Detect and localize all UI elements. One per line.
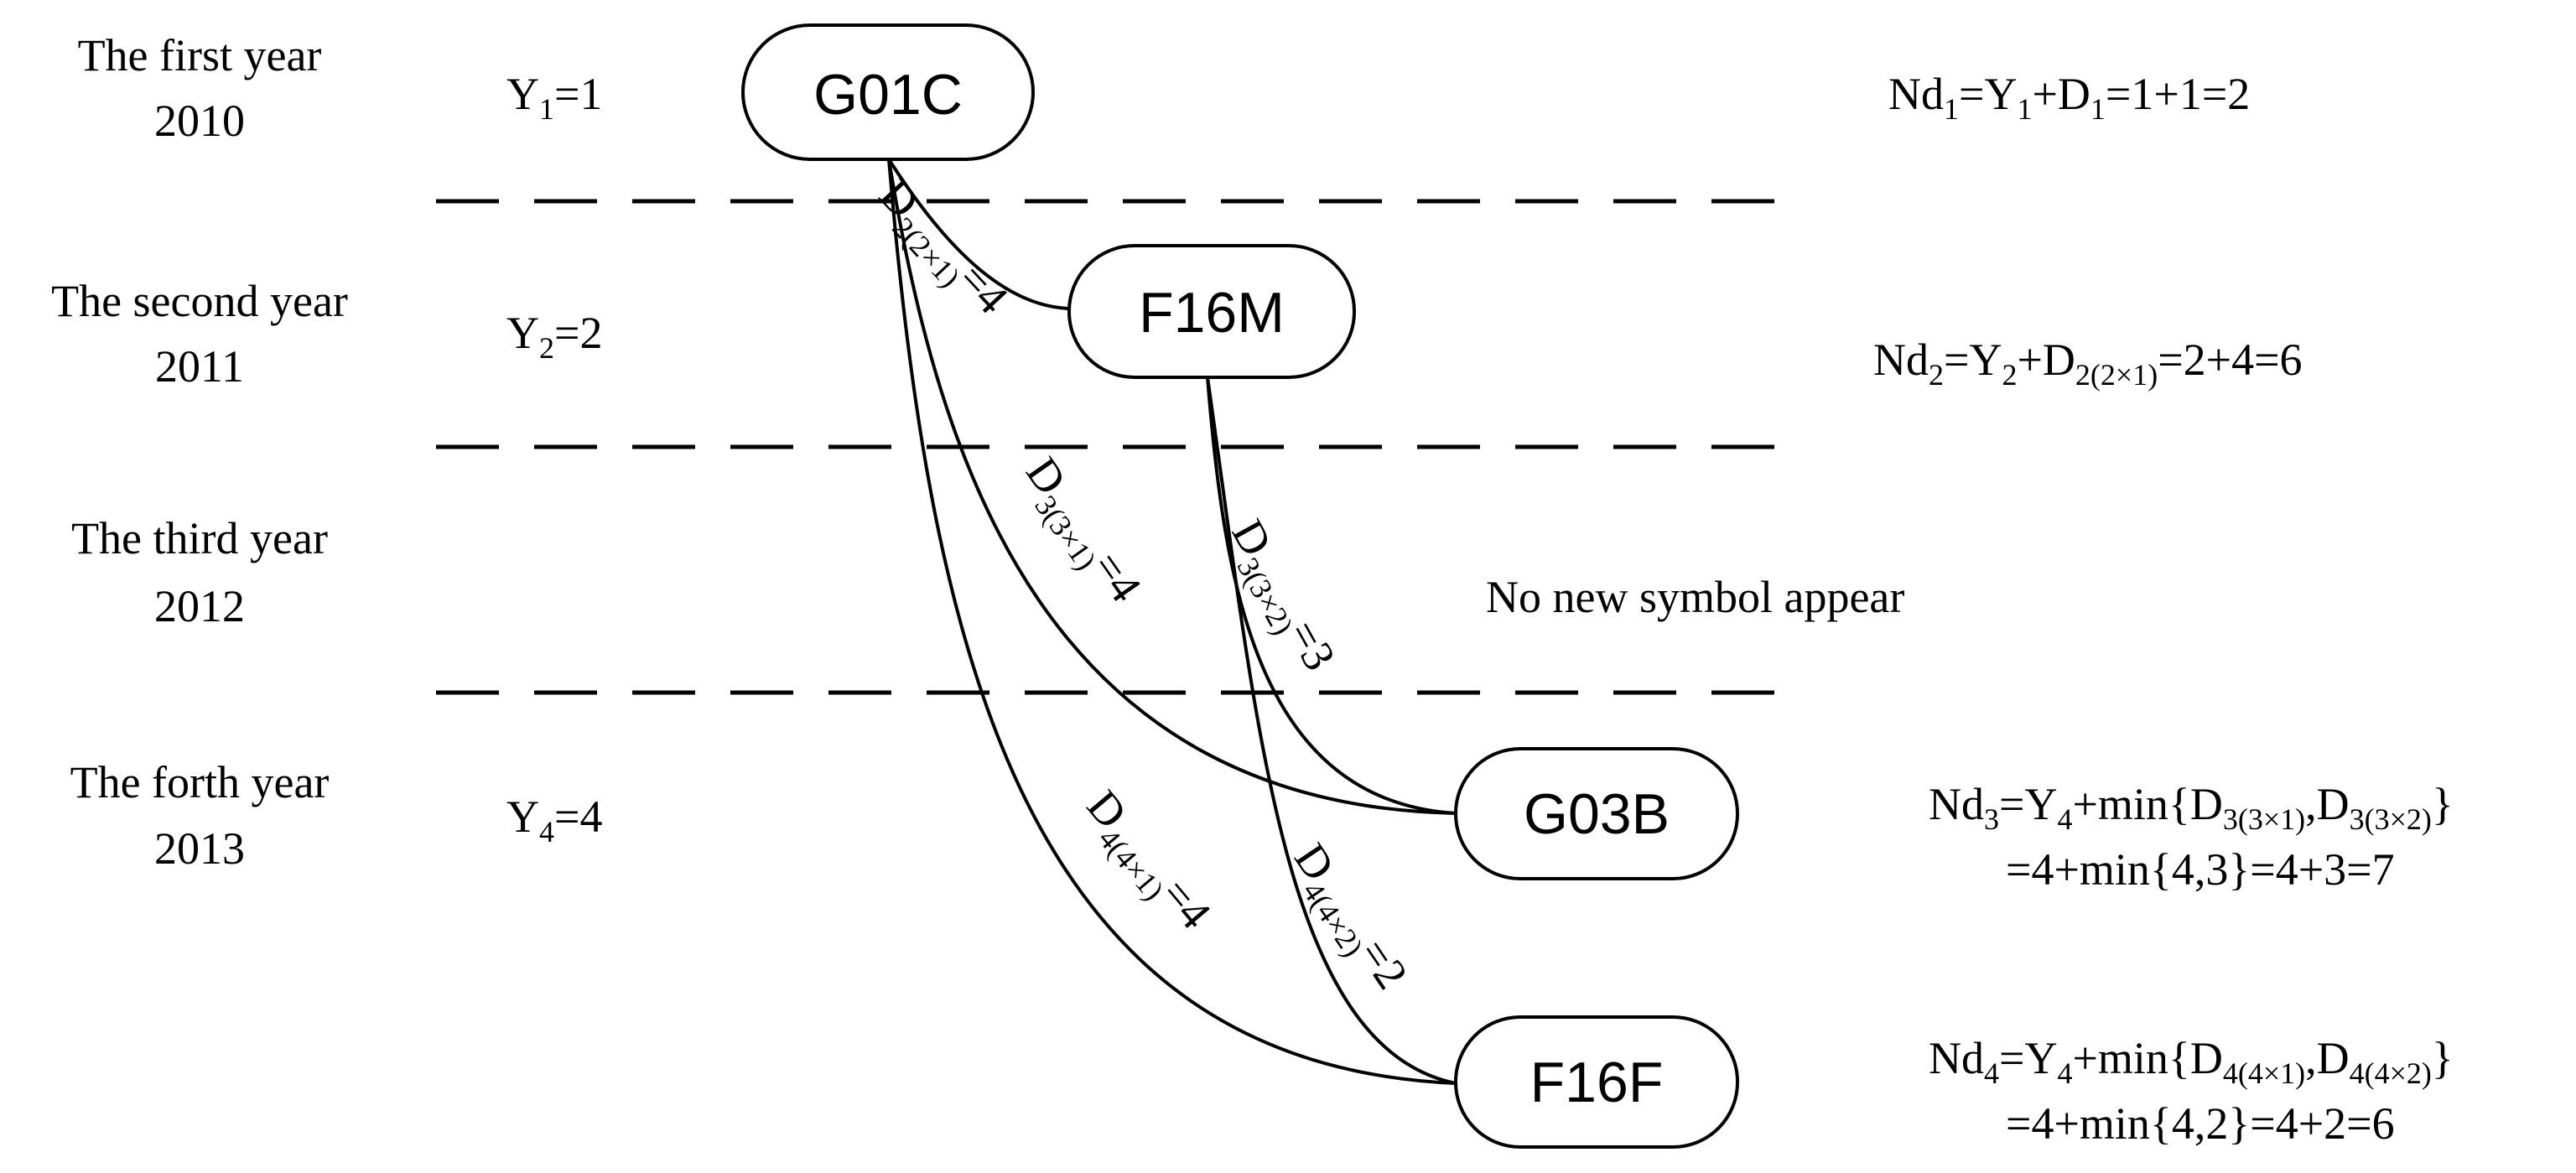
- node-f16f-box: [1454, 1015, 1739, 1149]
- edge-f16m-f16f: [1206, 376, 1457, 1085]
- node-g01c-label: G01C: [813, 63, 963, 127]
- year-separators: [436, 199, 1786, 695]
- edge-label-d42: D4(4×2)=2: [1278, 834, 1418, 1003]
- formula-nd2: Nd2=Y2+D2(2×1)=2+4=6: [1873, 335, 2303, 392]
- node-f16m: F16M: [1067, 244, 1356, 379]
- edge-label-d41: D4(4×1)=4: [1071, 781, 1221, 943]
- node-f16f: F16F: [1454, 1015, 1739, 1149]
- formula-nd4-line2: =4+min{4,2}=4+2=6: [2006, 1098, 2395, 1149]
- node-f16f-label: F16F: [1530, 1051, 1664, 1114]
- y4-value: Y4=4: [506, 792, 602, 849]
- formula-nd4: Nd4=Y4+min{D4(4×1),D4(4×2)}: [1929, 1033, 2454, 1090]
- node-g03b-box: [1454, 747, 1739, 880]
- node-f16m-box: [1067, 244, 1356, 379]
- year-label-1: The first year: [78, 30, 322, 80]
- year-value-3: 2012: [154, 581, 245, 631]
- edge-g01c-f16f: [887, 158, 1457, 1085]
- y1-value: Y1=1: [506, 69, 602, 126]
- edge-g01c-f16m: [887, 158, 1070, 310]
- year-value-2: 2011: [155, 341, 244, 392]
- node-f16m-label: F16M: [1139, 281, 1285, 345]
- node-g01c-box: [741, 23, 1035, 161]
- y2-value: Y2=2: [506, 308, 602, 365]
- year-value-1: 2010: [154, 96, 245, 146]
- edge-g01c-g03b: [887, 158, 1457, 815]
- node-g01c: G01C: [741, 23, 1035, 161]
- year-label-4: The forth year: [70, 757, 330, 807]
- year-labels: The first year 2010 The second year 2011…: [51, 30, 348, 874]
- edge-label-d32: D3(3×2)=3: [1215, 511, 1346, 683]
- edges: [887, 158, 1457, 1085]
- formula-nd3: Nd3=Y4+min{D3(3×1),D3(3×2)}: [1929, 779, 2454, 836]
- no-new-symbol-note: No new symbol appear: [1486, 572, 1904, 622]
- year-label-2: The second year: [51, 276, 348, 326]
- formula-nd3-line2: =4+min{4,3}=4+3=7: [2006, 844, 2395, 895]
- node-g03b: G03B: [1454, 747, 1739, 880]
- year-label-3: The third year: [71, 513, 328, 563]
- year-value-4: 2013: [154, 823, 245, 874]
- edge-label-d2: D2(2×1)=4: [864, 169, 1018, 329]
- node-g03b-label: G03B: [1524, 782, 1670, 846]
- edge-f16m-g03b: [1206, 376, 1457, 815]
- formula-nd1: Nd1=Y1+D1=1+1=2: [1888, 69, 2250, 126]
